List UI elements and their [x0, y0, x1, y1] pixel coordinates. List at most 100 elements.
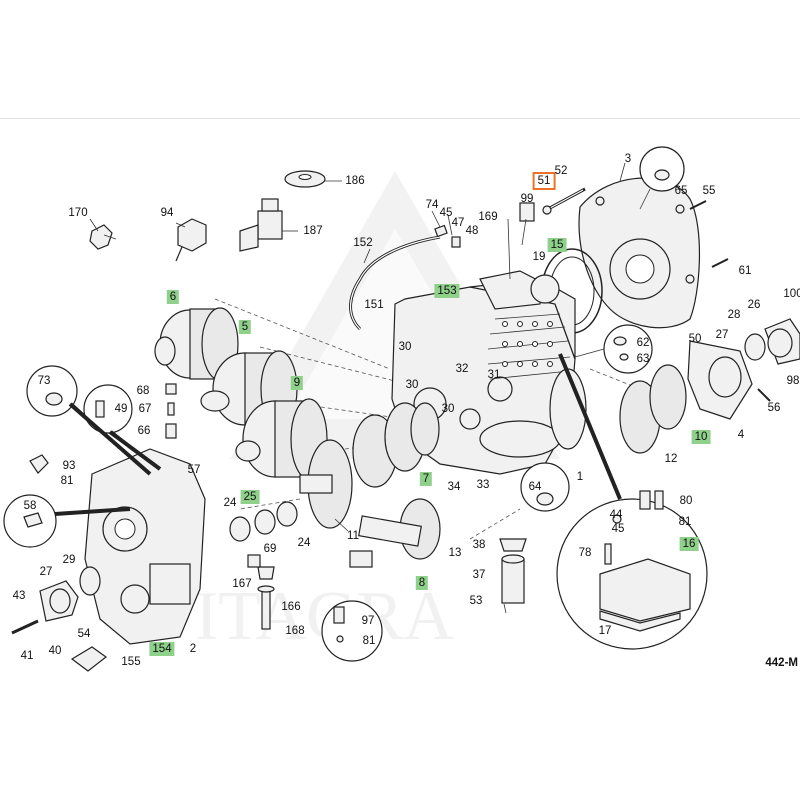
- part-callout-label[interactable]: 99: [520, 193, 534, 205]
- part-callout-label[interactable]: 27: [715, 329, 729, 341]
- part-callout-label[interactable]: 187: [303, 225, 323, 237]
- part-callout-label[interactable]: 49: [114, 403, 128, 415]
- part-callout-label[interactable]: 54: [77, 628, 91, 640]
- part-callout-label[interactable]: 38: [472, 539, 486, 551]
- part-callout-label[interactable]: 67: [138, 403, 152, 415]
- part-callout-label[interactable]: 168: [285, 625, 305, 637]
- part-callout-label[interactable]: 53: [469, 595, 483, 607]
- gear-12: [619, 364, 687, 454]
- part-callout-label[interactable]: 45: [439, 207, 453, 219]
- part-callout-label[interactable]: 63: [636, 353, 650, 365]
- part-callout-label[interactable]: 155: [121, 656, 141, 668]
- part-callout-label[interactable]: 28: [727, 309, 741, 321]
- part-callout-label[interactable]: 65: [674, 185, 688, 197]
- part-callout-label[interactable]: 57: [187, 464, 201, 476]
- part-callout-label[interactable]: 48: [465, 225, 479, 237]
- part-callout-label[interactable]: 24: [223, 497, 237, 509]
- part-callout-label[interactable]: 100: [783, 288, 800, 300]
- part-callout-label[interactable]: 11: [347, 530, 359, 542]
- part-callout-label[interactable]: 94: [160, 207, 174, 219]
- part-callout-label[interactable]: 31: [487, 369, 501, 381]
- callout-16: [556, 353, 708, 650]
- part-callout-label[interactable]: 58: [23, 500, 37, 512]
- part-callout-label[interactable]: 61: [738, 265, 752, 277]
- callout-73: [26, 365, 151, 475]
- part-callout-label[interactable]: 52: [554, 165, 568, 177]
- plug-69: [247, 554, 261, 568]
- part-callout-label[interactable]: 9: [290, 376, 304, 390]
- part-callout-label[interactable]: 93: [62, 460, 76, 472]
- part-callout-label[interactable]: 51: [532, 172, 556, 190]
- part-callout-label[interactable]: 34: [447, 481, 461, 493]
- part-callout-label[interactable]: 19: [532, 251, 546, 263]
- part-callout-label[interactable]: 30: [441, 403, 455, 415]
- part-callout-label[interactable]: 43: [12, 590, 26, 602]
- part-callout-label[interactable]: 66: [137, 425, 151, 437]
- part-callout-label[interactable]: 81: [60, 475, 74, 487]
- part-callout-label[interactable]: 153: [434, 284, 460, 298]
- bolt-52-51: [542, 187, 586, 215]
- part-callout-label[interactable]: 69: [263, 543, 277, 555]
- part-callout-label[interactable]: 45: [611, 523, 625, 535]
- part-callout-label[interactable]: 8: [415, 576, 429, 590]
- part-callout-label[interactable]: 37: [472, 569, 486, 581]
- part-callout-label[interactable]: 10: [691, 430, 711, 444]
- gear-11: [299, 439, 353, 532]
- part-callout-label[interactable]: 4: [737, 429, 745, 441]
- part-callout-label[interactable]: 170: [68, 207, 88, 219]
- part-callout-label[interactable]: 16: [679, 537, 699, 551]
- part-callout-label[interactable]: 41: [20, 650, 34, 662]
- part-callout-label[interactable]: 17: [598, 625, 612, 637]
- part-callout-label[interactable]: 1: [576, 471, 584, 483]
- part-callout-label[interactable]: 169: [478, 211, 498, 223]
- part-callout-label[interactable]: 15: [547, 238, 567, 252]
- part-callout-label[interactable]: 32: [455, 363, 469, 375]
- part-callout-label[interactable]: 27: [39, 566, 53, 578]
- part-callout-label[interactable]: 154: [149, 642, 175, 656]
- part-callout-label[interactable]: 7: [419, 472, 433, 486]
- part-callout-label[interactable]: 30: [398, 341, 412, 353]
- housing-2: [54, 402, 206, 645]
- part-callout-label[interactable]: 5: [238, 320, 252, 334]
- part-callout-label[interactable]: 73: [37, 375, 51, 387]
- sender-94: [175, 218, 207, 262]
- part-callout-label[interactable]: 98: [786, 375, 800, 387]
- part-callout-label[interactable]: 2: [189, 643, 197, 655]
- seal-28: [744, 333, 766, 361]
- part-callout-label[interactable]: 68: [136, 385, 150, 397]
- part-callout-label[interactable]: 6: [166, 290, 180, 304]
- part-callout-label[interactable]: 33: [476, 479, 490, 491]
- part-callout-label[interactable]: 24: [297, 537, 311, 549]
- part-callout-label[interactable]: 13: [448, 547, 462, 559]
- exploded-view-drawing: ITAGRA: [3, 146, 800, 672]
- part-callout-label[interactable]: 80: [679, 495, 693, 507]
- part-callout-label[interactable]: 47: [451, 217, 465, 229]
- part-callout-label[interactable]: 81: [362, 635, 376, 647]
- part-callout-label[interactable]: 26: [747, 299, 761, 311]
- part-callout-label[interactable]: 29: [62, 554, 76, 566]
- part-callout-label[interactable]: 78: [578, 547, 592, 559]
- part-callout-label[interactable]: 74: [425, 199, 439, 211]
- part-callout-label[interactable]: 3: [624, 153, 632, 165]
- part-callout-label[interactable]: 186: [345, 175, 365, 187]
- shaft-8: [349, 498, 441, 568]
- part-callout-label[interactable]: 151: [364, 299, 384, 311]
- part-callout-label[interactable]: 152: [353, 237, 373, 249]
- washer-186: [284, 170, 342, 188]
- housing-3: [578, 162, 701, 329]
- part-callout-label[interactable]: 44: [609, 509, 623, 521]
- part-callout-label[interactable]: 12: [664, 453, 678, 465]
- part-callout-label[interactable]: 166: [281, 601, 301, 613]
- part-callout-label[interactable]: 167: [232, 578, 252, 590]
- part-callout-label[interactable]: 56: [767, 402, 781, 414]
- part-callout-label[interactable]: 97: [361, 615, 375, 627]
- part-callout-label[interactable]: 55: [702, 185, 716, 197]
- part-callout-label[interactable]: 64: [528, 481, 542, 493]
- part-callout-label[interactable]: 40: [48, 645, 62, 657]
- sensor-166-167: [257, 566, 275, 630]
- part-callout-label[interactable]: 81: [678, 516, 692, 528]
- part-callout-label[interactable]: 62: [636, 337, 650, 349]
- part-callout-label[interactable]: 50: [688, 333, 702, 345]
- part-callout-label[interactable]: 30: [405, 379, 419, 391]
- part-callout-label[interactable]: 25: [240, 490, 260, 504]
